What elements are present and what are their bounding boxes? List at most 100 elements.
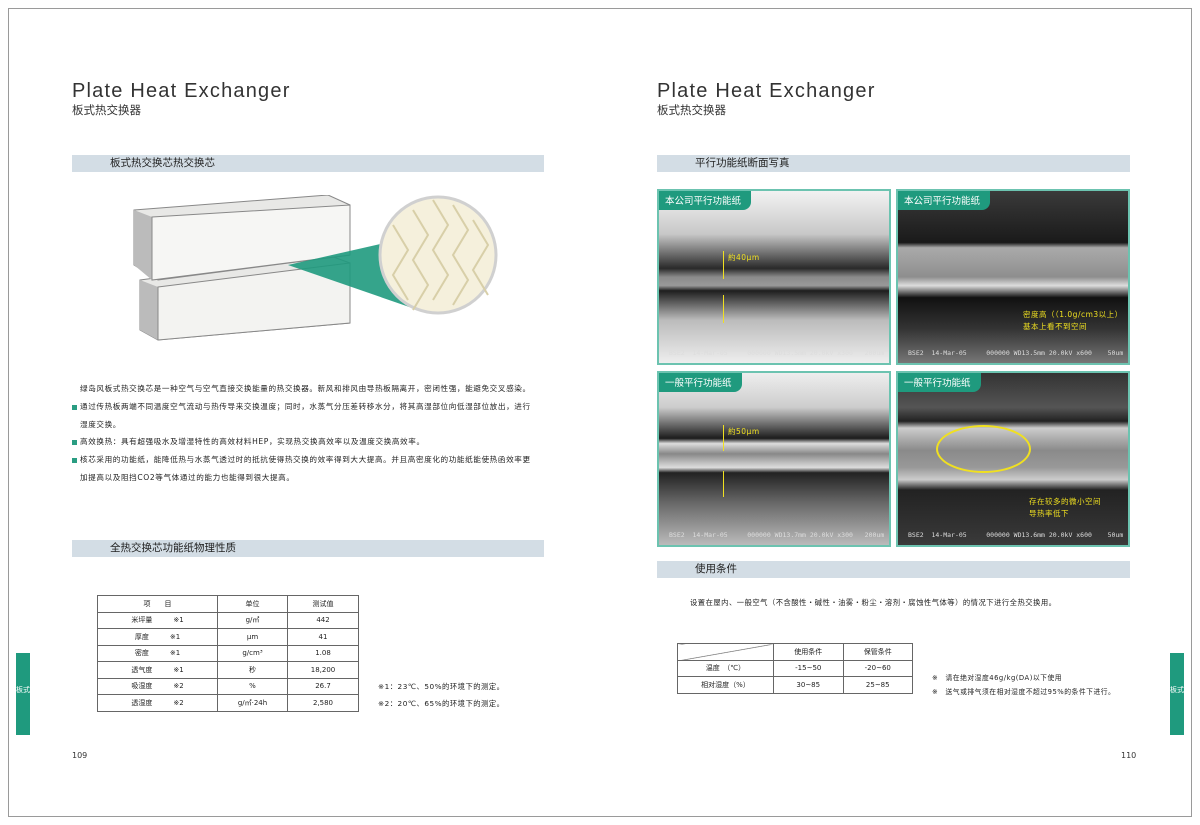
item-label: 透湿度 — [131, 698, 153, 707]
photo-tag: 本公司平行功能纸 — [898, 191, 991, 210]
item-cell: 透湿度 ※2 — [97, 694, 218, 712]
arrow-up-icon — [723, 295, 724, 323]
usage-note-1: ※ 请在绝对湿度46g/kg(DA)以下使用 — [932, 674, 1063, 682]
value-cell: 26.7 — [287, 677, 359, 695]
photo-tag: 一般平行功能纸 — [659, 373, 742, 392]
use-cell: 30~85 — [773, 676, 844, 694]
unit-cell: g/㎡·24h — [217, 694, 288, 712]
item-cell: 相对湿度（%） — [677, 676, 774, 694]
header-cell: 项 目 — [97, 595, 218, 613]
item-note: ※1 — [173, 616, 184, 625]
right-title-cn: 板式热交换器 — [657, 103, 726, 117]
item-note: ※2 — [173, 682, 184, 691]
arrow-down-icon — [723, 251, 724, 279]
value-cell: 18,200 — [287, 661, 359, 679]
unit-cell: μm — [217, 628, 288, 646]
right-section-bar-2: 使用条件 — [657, 561, 1130, 578]
page-number-left: 109 — [72, 751, 88, 760]
table-header-row: 项 目 单位 测试值 — [97, 595, 359, 613]
right-section-bar-1: 平行功能纸断面写真 — [657, 155, 1130, 172]
bullet-1: 通过传热板两端不同温度空气流动与热传导来交换温度；同时，水蒸气分压差转移水分，将… — [72, 398, 552, 416]
thickness-label: 約40μm — [728, 253, 760, 262]
left-section-bar-2: 全热交换芯功能纸物理性质 — [72, 540, 544, 557]
table-header-row: 使用条件 保管条件 — [677, 643, 913, 661]
item-label: 密度 — [134, 649, 149, 658]
arrow-up-icon — [723, 471, 724, 497]
store-cell: 25~85 — [842, 676, 913, 694]
table-row: 吸湿度 ※2%26.7 — [97, 677, 359, 695]
left-section-bar-1: 板式热交换芯热交换芯 — [72, 155, 544, 172]
header-cell: 使用条件 — [773, 643, 844, 661]
usage-note-2: ※ 送气或排气须在相对湿度不超过95%的条件下进行。 — [932, 688, 1116, 696]
usage-text: 设置在屋内、一般空气（不含酸性・碱性・油雾・粉尘・溶剂・腐蚀性气体等）的情况下进… — [690, 598, 1057, 607]
unit-cell: 秒 — [217, 661, 288, 679]
sem-photo-company-x600: 本公司平行功能纸 密度高（（1.0g/cm3以上） 基本上看不到空间 BSE2 … — [896, 189, 1130, 365]
bullet-2: 高效换热：具有超强吸水及增湿特性的高效材料HEP，实现热交换高效率以及温度交换高… — [72, 433, 552, 451]
header-cell: 单位 — [217, 595, 288, 613]
item-cell: 米坪量 ※1 — [97, 611, 218, 629]
photo-tag: 一般平行功能纸 — [898, 373, 981, 392]
item-cell: 厚度 ※1 — [97, 628, 218, 646]
conditions-table: 使用条件 保管条件 温度 （℃）-15~50-20~60 相对湿度（%）30~8… — [677, 643, 913, 694]
sem-photo-general-x300: 一般平行功能纸 約50μm BSE2 14-Mar-05 000000 WD13… — [657, 371, 891, 547]
thickness-label: 約50μm — [728, 427, 760, 436]
value-cell: 1.08 — [287, 644, 359, 662]
value-cell: 2,580 — [287, 694, 359, 712]
intro-text: 绿岛风板式热交换芯是一种空气与空气直接交换能量的热交换器。新风和排风由导热板隔离… — [80, 384, 531, 393]
right-side-tab[interactable]: 板式 — [1170, 653, 1184, 735]
note-1: ※1：23℃、50%的环境下的测定。 — [378, 682, 505, 691]
value-cell: 41 — [287, 628, 359, 646]
bullet-3: 核芯采用的功能纸，能降低热与水蒸气透过时的抵抗使得热交换的效率得到大大提高。并且… — [72, 451, 552, 469]
item-label: 透气度 — [131, 665, 153, 674]
caption-line-2: 导热率低下 — [1029, 509, 1069, 518]
item-note: ※1 — [169, 632, 181, 641]
unit-cell: % — [217, 677, 288, 695]
caption-line-2: 基本上看不到空间 — [1023, 322, 1087, 331]
item-cell: 吸湿度 ※2 — [97, 677, 218, 695]
sem-footer: BSE2 14-Mar-05 000000 WD13.5mm 20.0kV x3… — [669, 349, 885, 357]
unit-cell: g/cm³ — [217, 644, 288, 662]
value-cell: 442 — [287, 611, 359, 629]
item-cell: 温度 （℃） — [677, 659, 774, 677]
spread-frame — [8, 8, 1192, 817]
sem-footer: BSE2 14-Mar-05 000000 WD13.7mm 20.0kV x3… — [669, 531, 885, 539]
item-label: 米坪量 — [131, 616, 153, 625]
left-title-cn: 板式热交换器 — [72, 103, 141, 117]
store-cell: -20~60 — [842, 659, 913, 677]
table-row: 温度 （℃）-15~50-20~60 — [677, 659, 913, 677]
sem-photo-general-x600: 一般平行功能纸 存在较多的微小空间 导热率低下 BSE2 14-Mar-05 0… — [896, 371, 1130, 547]
sem-footer: BSE2 14-Mar-05 000000 WD13.5mm 20.0kV x6… — [908, 349, 1124, 357]
left-description: 绿岛风板式热交换芯是一种空气与空气直接交换能量的热交换器。新风和排风由导热板隔离… — [72, 380, 552, 487]
item-label: 吸湿度 — [131, 682, 153, 691]
header-cell: 测试值 — [287, 595, 359, 613]
note-2: ※2：20℃、65%的环境下的测定。 — [378, 699, 505, 708]
sem-footer: BSE2 14-Mar-05 000000 WD13.6mm 20.0kV x6… — [908, 531, 1124, 539]
heat-exchanger-product-image — [128, 194, 558, 345]
item-note: ※2 — [173, 698, 184, 707]
caption-line-1: 密度高（（1.0g/cm3以上） — [1023, 310, 1123, 319]
arrow-down-icon — [723, 425, 724, 451]
header-cell: 保管条件 — [842, 643, 913, 661]
use-cell: -15~50 — [773, 659, 844, 677]
caption-line-1: 存在较多的微小空间 — [1029, 497, 1101, 506]
item-label: 厚度 — [134, 632, 149, 641]
photo-tag: 本公司平行功能纸 — [659, 191, 752, 210]
unit-cell: g/㎡ — [217, 611, 288, 629]
diagonal-header-cell — [677, 643, 774, 661]
left-title-en: Plate Heat Exchanger — [72, 80, 291, 102]
sem-photo-company-x300: 本公司平行功能纸 約40μm BSE2 14-Mar-05 000000 WD1… — [657, 189, 891, 365]
item-cell: 密度 ※1 — [97, 644, 218, 662]
left-side-tab[interactable]: 板式 — [16, 653, 30, 735]
highlight-ellipse — [936, 425, 1031, 473]
right-title-en: Plate Heat Exchanger — [657, 80, 876, 102]
item-cell: 透气度 ※1 — [97, 661, 218, 679]
page-number-right: 110 — [1121, 751, 1137, 760]
bullet-3-cont: 加提高以及阻挡CO2等气体通过的能力也能得到很大提高。 — [80, 472, 295, 482]
item-note: ※1 — [169, 649, 181, 658]
